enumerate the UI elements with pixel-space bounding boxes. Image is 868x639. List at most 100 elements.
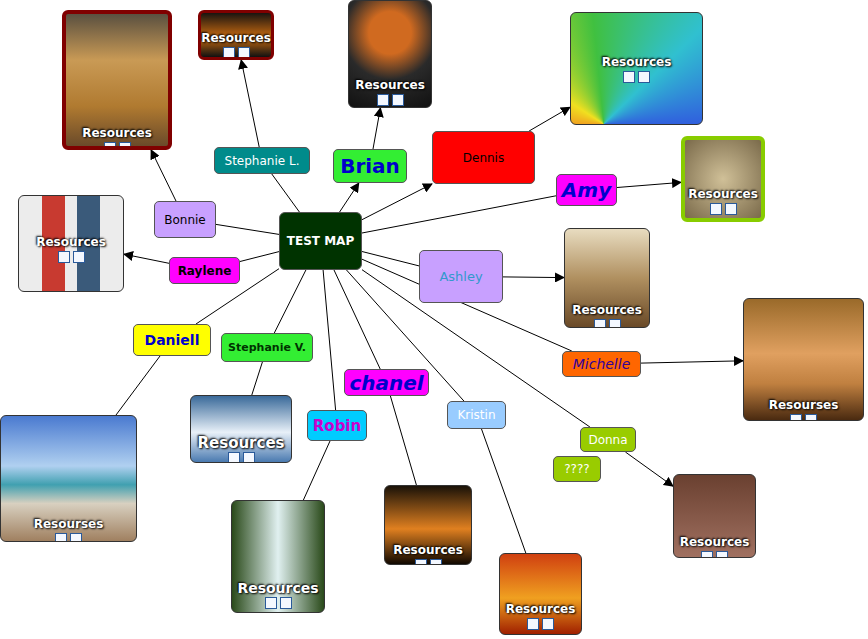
name-box: Donna <box>580 427 636 452</box>
connector-line <box>274 270 306 333</box>
resource-image: Resources <box>348 0 432 108</box>
connector-line <box>241 60 259 147</box>
connector-line <box>373 108 380 149</box>
resource-label: Resources <box>685 186 761 202</box>
resource-image: Resources <box>499 553 582 635</box>
image-icon <box>265 597 277 609</box>
node-label: Dennis <box>463 151 504 165</box>
note-icon <box>430 559 442 565</box>
connector-line <box>362 184 432 220</box>
image-icon <box>223 47 235 59</box>
resource-label: Resources <box>19 234 123 250</box>
resource-label: Resources <box>674 534 755 550</box>
resource-label: Resourses <box>1 516 136 532</box>
name-box: Ashley <box>419 250 503 303</box>
connector-line <box>116 356 160 415</box>
name-box: Dennis <box>432 131 535 184</box>
resource-label: Resources <box>385 542 471 558</box>
resource-image: Resources <box>18 195 124 292</box>
image-icon <box>594 319 606 328</box>
image-icon <box>104 142 116 150</box>
note-icon <box>280 597 292 609</box>
resource-image: Resources <box>564 228 650 328</box>
resource-label: Resources <box>500 601 581 617</box>
note-icon <box>392 94 404 106</box>
connector-line <box>216 224 279 234</box>
node-label: Stephanie L. <box>225 154 300 168</box>
resource-icons <box>232 597 324 611</box>
note-icon <box>70 533 82 542</box>
image-icon <box>228 452 240 463</box>
connector-line <box>272 174 300 212</box>
resource-image: Resources <box>231 500 325 613</box>
connector-line <box>334 270 380 369</box>
resource-icons <box>744 414 863 421</box>
note-icon <box>805 414 817 421</box>
resource-image: Resources <box>384 485 472 565</box>
name-box: chanel <box>344 369 429 396</box>
node-label: Bonnie <box>164 213 206 227</box>
name-box: Robin <box>307 410 367 441</box>
connector-line <box>151 150 176 201</box>
resource-icons <box>19 251 123 265</box>
connector-line <box>529 107 570 131</box>
connector-line <box>362 259 572 351</box>
resource-icons <box>349 94 431 108</box>
node-label: Amy <box>562 178 611 202</box>
name-box: Brian <box>333 149 407 183</box>
connector-line <box>340 183 359 212</box>
node-label: Ashley <box>439 269 482 284</box>
connector-line <box>362 196 556 233</box>
resource-icons <box>565 319 649 328</box>
note-icon <box>238 47 250 59</box>
image-icon <box>790 414 802 421</box>
resource-image: Resources <box>198 10 274 60</box>
resource-icons <box>201 47 271 60</box>
central-topic: TEST MAP <box>279 212 362 270</box>
resource-icons <box>674 551 755 558</box>
image-icon <box>415 559 427 565</box>
note-icon <box>542 618 554 630</box>
image-icon <box>710 203 722 215</box>
name-box: Michelle <box>562 351 641 377</box>
connector-line <box>482 429 526 553</box>
node-label: Stephanie V. <box>228 341 306 354</box>
resource-image: Resources <box>570 12 703 125</box>
connector-line <box>625 452 673 486</box>
name-box: Stephanie V. <box>221 333 313 362</box>
connector-line <box>390 396 416 485</box>
connector-line <box>240 252 279 262</box>
resource-image: Resourses <box>0 415 137 542</box>
resource-icons <box>1 533 136 542</box>
connector-line <box>641 361 743 363</box>
node-label: Donna <box>588 433 627 447</box>
node-label: Robin <box>313 417 361 435</box>
note-icon <box>725 203 737 215</box>
connector-line <box>503 276 564 278</box>
resource-label: Resources <box>349 77 431 93</box>
resource-label: Resourses <box>744 397 863 413</box>
resource-label: Resources <box>66 125 168 141</box>
resource-icons <box>685 203 761 217</box>
resource-label: Resources <box>232 580 324 596</box>
resource-icons <box>571 71 702 85</box>
resource-label: Resources <box>191 435 291 451</box>
node-label: Raylene <box>178 264 232 278</box>
resource-icons <box>500 618 581 632</box>
name-box: Raylene <box>169 257 240 284</box>
image-icon <box>701 551 713 558</box>
note-icon <box>119 142 131 150</box>
resource-image: Resources <box>681 136 765 222</box>
note-icon <box>73 251 85 263</box>
resource-image: Resources <box>673 474 756 558</box>
connector-line <box>124 254 169 263</box>
resource-label: Resources <box>571 54 702 70</box>
resource-label: Resources <box>201 30 271 46</box>
image-icon <box>58 251 70 263</box>
resource-image: Resources <box>62 10 172 150</box>
resource-image: Resources <box>190 395 292 463</box>
name-box: ???? <box>553 456 601 482</box>
resource-label: Resources <box>565 302 649 318</box>
resource-icons <box>66 142 168 150</box>
